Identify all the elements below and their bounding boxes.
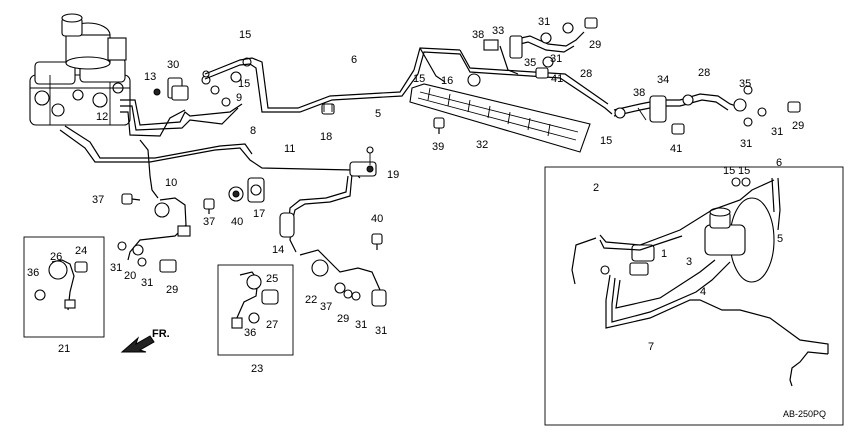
bolt-39 xyxy=(433,117,445,134)
callout-37: 37 xyxy=(203,216,215,228)
callout-16: 16 xyxy=(441,75,453,87)
callout-8: 8 xyxy=(250,125,256,137)
callout-17: 17 xyxy=(253,208,265,220)
hose-right-rear xyxy=(299,233,387,307)
callout-2: 2 xyxy=(593,182,599,194)
callout-15: 15 xyxy=(238,78,250,90)
callout-40: 40 xyxy=(231,216,243,228)
callout-26: 26 xyxy=(50,251,62,263)
bracket-19 xyxy=(349,146,377,177)
callout-5: 5 xyxy=(375,108,381,120)
callout-29: 29 xyxy=(792,120,804,132)
fittings-cluster xyxy=(153,57,252,107)
direction-label: FR. xyxy=(152,328,170,340)
front-direction-arrow: FR. xyxy=(120,328,170,353)
callout-6: 6 xyxy=(776,157,782,169)
bracket-17 xyxy=(247,177,265,203)
callout-35: 35 xyxy=(524,57,536,69)
callout-31: 31 xyxy=(740,138,752,150)
callout-38: 38 xyxy=(633,87,645,99)
callout-31: 31 xyxy=(538,16,550,28)
callout-15: 15 xyxy=(723,165,735,177)
callout-13: 13 xyxy=(144,71,156,83)
cover-32 xyxy=(409,83,591,153)
clip-14 xyxy=(279,212,295,238)
callout-37: 37 xyxy=(320,301,332,313)
callout-5: 5 xyxy=(777,233,783,245)
callout-22: 22 xyxy=(305,294,317,306)
hose-upper-mid xyxy=(483,17,598,79)
callout-19: 19 xyxy=(387,169,399,181)
callout-36: 36 xyxy=(27,267,39,279)
callout-40: 40 xyxy=(371,213,383,225)
callout-29: 29 xyxy=(589,39,601,51)
callout-24: 24 xyxy=(75,245,87,257)
callout-29: 29 xyxy=(337,313,349,325)
callout-23: 23 xyxy=(251,363,263,375)
abs-modulator-unit xyxy=(29,13,131,126)
callout-35: 35 xyxy=(739,78,751,90)
callout-37: 37 xyxy=(92,194,104,206)
callout-31: 31 xyxy=(771,126,783,138)
callout-32: 32 xyxy=(476,139,488,151)
callout-31: 31 xyxy=(110,262,122,274)
callout-41: 41 xyxy=(551,73,563,85)
callout-15: 15 xyxy=(738,165,750,177)
callout-25: 25 xyxy=(266,273,278,285)
callout-28: 28 xyxy=(698,67,710,79)
callout-31: 31 xyxy=(375,325,387,337)
callout-31: 31 xyxy=(141,277,153,289)
callout-41: 41 xyxy=(670,143,682,155)
bolt-37-left xyxy=(121,193,141,205)
callout-3: 3 xyxy=(686,256,692,268)
callout-9: 9 xyxy=(236,92,242,104)
callout-6: 6 xyxy=(351,54,357,66)
callout-18: 18 xyxy=(320,131,332,143)
callout-38: 38 xyxy=(472,29,484,41)
clip-16 xyxy=(467,73,481,87)
diagram-code: AB-250PQ xyxy=(783,409,826,419)
group-23-box xyxy=(217,264,294,356)
callout-29: 29 xyxy=(166,284,178,296)
bolt-37-mid xyxy=(203,198,215,214)
callout-36: 36 xyxy=(244,327,256,339)
inset-box xyxy=(544,166,844,426)
nut-40 xyxy=(228,186,244,202)
callout-11: 11 xyxy=(284,143,295,155)
brake-pipes-main xyxy=(59,47,613,253)
callout-33: 33 xyxy=(492,25,504,37)
hose-left-front xyxy=(117,197,191,273)
callout-20: 20 xyxy=(124,270,136,282)
callout-31: 31 xyxy=(355,319,367,331)
callout-15: 15 xyxy=(413,73,425,85)
callout-31: 31 xyxy=(550,53,562,65)
callout-15: 15 xyxy=(239,29,251,41)
callout-7: 7 xyxy=(648,341,654,353)
clip-18 xyxy=(321,103,335,115)
callout-30: 30 xyxy=(167,59,179,71)
callout-21: 21 xyxy=(58,343,70,355)
callout-12: 12 xyxy=(96,111,108,123)
hose-upper-right xyxy=(613,85,801,135)
callout-27: 27 xyxy=(266,319,278,331)
callout-39: 39 xyxy=(432,141,444,153)
callout-14: 14 xyxy=(272,244,284,256)
group-21-box xyxy=(23,236,105,338)
callout-15: 15 xyxy=(600,135,612,147)
callout-4: 4 xyxy=(700,286,706,298)
callout-34: 34 xyxy=(657,74,669,86)
callout-10: 10 xyxy=(165,177,177,189)
callout-28: 28 xyxy=(580,68,592,80)
callout-1: 1 xyxy=(661,248,667,260)
